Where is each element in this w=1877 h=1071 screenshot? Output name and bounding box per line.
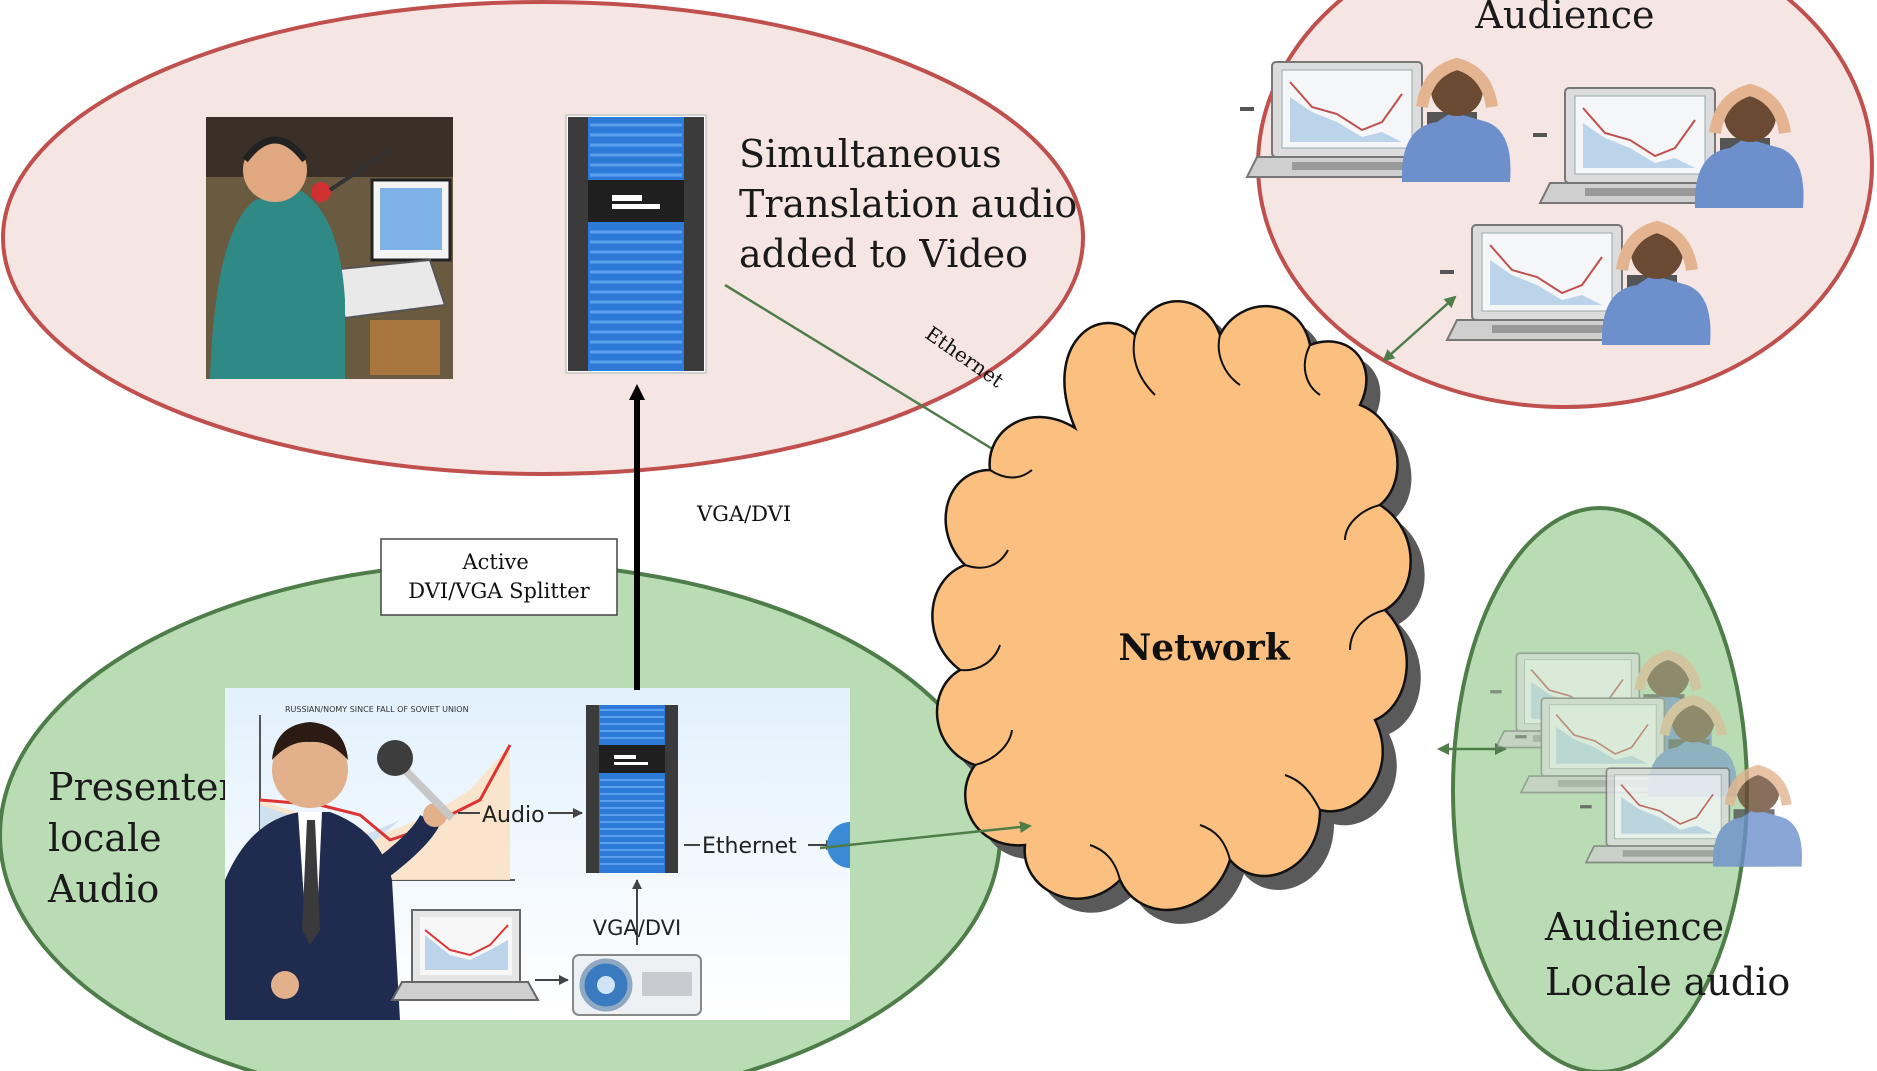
presenter-laptop <box>390 909 540 1001</box>
remote-audience-member-3 <box>1440 225 1711 345</box>
presenter-encoder-server <box>586 705 678 873</box>
chart-caption: RUSSIAN/NOMY SINCE FALL OF SOVIET UNION <box>285 705 469 714</box>
ethernet-connector-top <box>724 283 1027 471</box>
remote-audience-member-2 <box>1533 88 1804 208</box>
ethernet-connector-presenter <box>819 821 1032 850</box>
presenter-label: Presenter locale Audio <box>47 765 249 911</box>
splitter-box: Active DVI/VGA Splitter <box>380 538 618 616</box>
projector <box>572 954 702 1016</box>
inner-ethernet-label: Ethernet <box>702 834 797 859</box>
remote-audience-member-1 <box>1240 62 1511 182</box>
translation-encoder-server <box>565 114 707 374</box>
presenter-figure <box>225 722 447 1020</box>
presenter-setup-image: RUSSIAN/NOMY SINCE FALL OF SOVIET UNION … <box>225 688 850 1020</box>
inner-audio-label: Audio <box>482 803 545 828</box>
local-audience-label: Audience Locale audio <box>1544 905 1790 1004</box>
local-audience-member-3 <box>1580 768 1802 866</box>
translation-label: Simultaneous Translation audio added to … <box>739 132 1089 276</box>
splitter-label: Active DVI/VGA Splitter <box>408 550 590 603</box>
interpreter-photo <box>206 117 453 379</box>
microphone <box>377 740 455 821</box>
vga-dvi-top-label: VGA/DVI <box>696 502 791 526</box>
network-cloud <box>931 300 1425 924</box>
network-label: Network <box>1118 627 1290 669</box>
remote-audience-label: Audience <box>1474 0 1654 37</box>
remote-audience-connector <box>1382 295 1457 362</box>
inner-vga-dvi-label: VGA/DVI <box>593 916 681 940</box>
